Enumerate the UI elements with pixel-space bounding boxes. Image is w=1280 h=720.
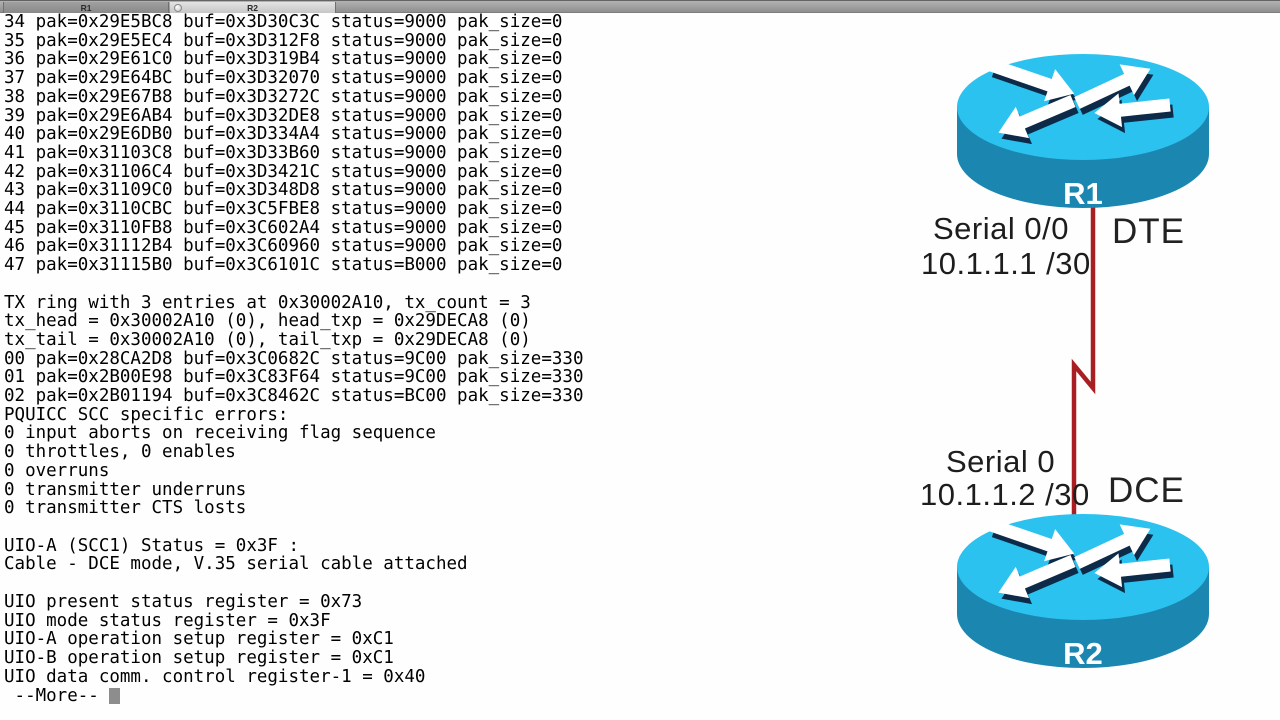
router-r1-name: R1	[1063, 176, 1103, 211]
tab-r1-label: R1	[80, 2, 92, 13]
r1-interface-label: Serial 0/0	[933, 211, 1069, 246]
r2-interface-label: Serial 0	[946, 444, 1056, 479]
r2-ip-label: 10.1.1.2 /30	[920, 477, 1090, 512]
tab-r1[interactable]: R1	[3, 2, 169, 13]
tab-r2[interactable]: R2	[170, 2, 336, 13]
router-r2-name: R2	[1063, 636, 1103, 671]
router-r1-icon: R1	[957, 54, 1209, 211]
r1-role-label: DTE	[1112, 212, 1185, 251]
terminal-output: 34 pak=0x29E5BC8 buf=0x3D30C3C status=90…	[4, 12, 584, 687]
terminal-tab-bar: R1 R2	[0, 0, 1280, 13]
more-prompt: --More--	[4, 686, 110, 706]
serial-link-line	[1071, 200, 1096, 520]
router-r2-icon: R2	[957, 514, 1209, 671]
r1-ip-label: 10.1.1.1 /30	[921, 246, 1091, 281]
network-diagram: R1 R2 Serial 0/0 10.1.1.1 /30 DTE Ser	[870, 0, 1280, 720]
more-prompt-row: --More--	[4, 686, 121, 706]
r2-role-label: DCE	[1108, 471, 1185, 510]
tab-close-icon[interactable]	[174, 3, 182, 12]
terminal-cursor	[109, 688, 121, 704]
tab-r2-label: R2	[247, 2, 258, 13]
